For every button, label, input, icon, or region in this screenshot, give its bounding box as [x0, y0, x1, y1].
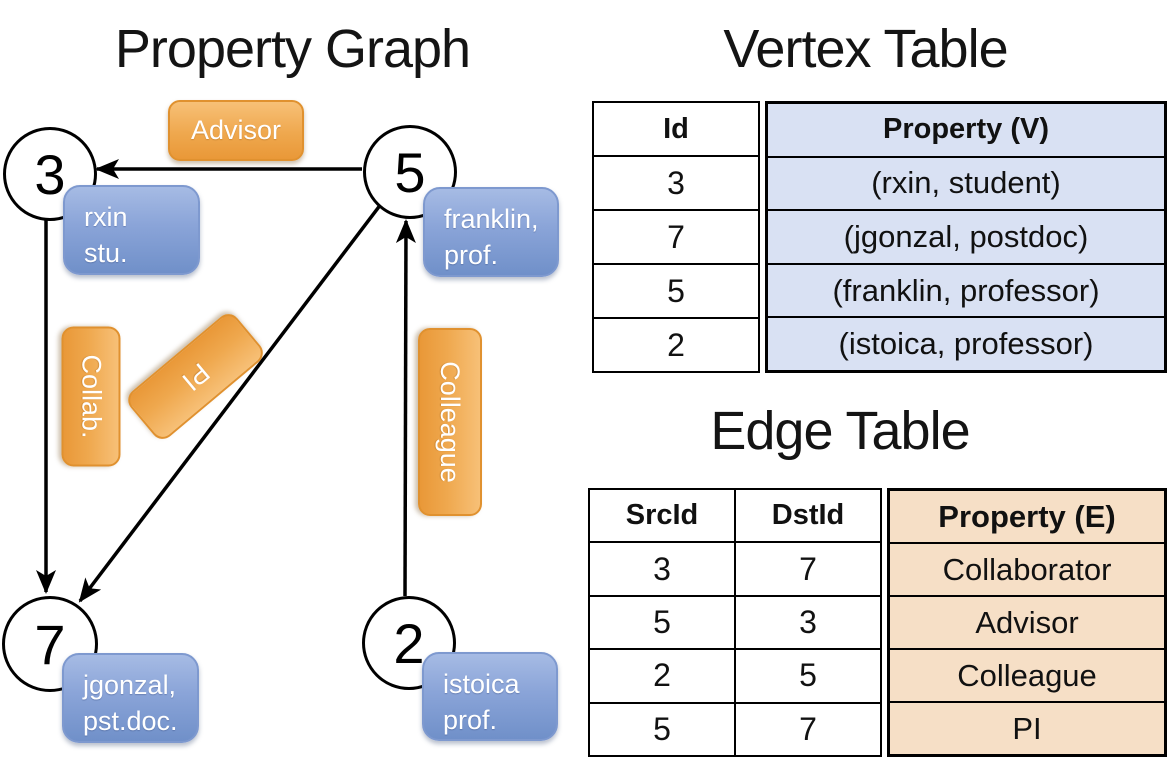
- vertex-table-property-column: Property (V) (rxin, student) (jgonzal, p…: [765, 101, 1167, 373]
- table-row: (franklin, professor): [768, 262, 1164, 317]
- edge-dstid-cell: 5: [734, 650, 880, 702]
- vertex-prop-box-franklin: franklin, prof.: [423, 187, 559, 277]
- graph-node-7-id: 7: [34, 612, 66, 676]
- edge-srcid-cell: 5: [653, 710, 671, 747]
- vertex-table-id-column: Id 3 7 5 2: [592, 101, 760, 373]
- vertex-prop-jgonzal-line1: jgonzal,: [83, 670, 177, 700]
- vertex-property-header: Property (V): [768, 104, 1164, 156]
- vertex-prop-rxin-line2: stu.: [84, 238, 128, 268]
- vertex-id-cell: 3: [667, 164, 685, 201]
- edge-dstid-header: DstId: [734, 490, 880, 542]
- graph-node-5-id: 5: [394, 140, 426, 204]
- vertex-prop-rxin-line1: rxin: [84, 202, 128, 232]
- vertex-prop-franklin-line2: prof.: [444, 240, 499, 270]
- table-row: Collaborator: [890, 542, 1164, 595]
- vertex-property-cell: (jgonzal, postdoc): [768, 211, 1164, 263]
- vertex-id-cell: 7: [667, 218, 685, 255]
- table-row: (jgonzal, postdoc): [768, 209, 1164, 263]
- table-row: 3 7: [590, 541, 880, 595]
- vertex-prop-istoica-line1: istoica: [443, 669, 520, 699]
- table-row: Colleague: [890, 648, 1164, 701]
- vertex-id-cell: 5: [667, 272, 685, 309]
- edge-label-pi-text: PI: [176, 357, 216, 397]
- edge-table-id-columns: SrcId DstId 3 7 5 3 2 5 5 7: [588, 488, 882, 757]
- vertex-table-title: Vertex Table: [723, 19, 1008, 79]
- edge-label-colleague-text: Colleague: [435, 361, 466, 483]
- edge-property-header: Property (E): [890, 491, 1164, 542]
- edge-label-colleague: Colleague: [418, 328, 482, 516]
- vertex-property-cell: (rxin, student): [768, 157, 1164, 210]
- vertex-id-cell: 2: [667, 326, 685, 363]
- edge-dstid-cell: 3: [734, 596, 880, 649]
- edge-dstid-cell: 7: [734, 703, 880, 756]
- vertex-prop-box-istoica: istoica prof.: [422, 652, 558, 741]
- property-graph-title: Property Graph: [114, 19, 471, 79]
- vertex-prop-box-rxin: rxin stu.: [63, 185, 200, 275]
- vertex-id-header: Id: [663, 112, 689, 145]
- edge-dstid-cell: 7: [734, 543, 880, 595]
- vertex-property-header-row: Property (V): [768, 104, 1164, 156]
- edge-property-cell: PI: [890, 703, 1164, 754]
- vertex-id-header-row: Id: [594, 103, 758, 155]
- edge-label-advisor-text: Advisor: [190, 115, 282, 145]
- table-row: 2 5: [590, 648, 880, 702]
- table-row: 5: [594, 263, 758, 317]
- edge-label-advisor: Advisor: [168, 100, 304, 161]
- edge-table-title: Edge Table: [710, 401, 970, 461]
- vertex-property-cell: (franklin, professor): [768, 264, 1164, 317]
- table-row: 5 3: [590, 594, 880, 649]
- edge-property-cell: Collaborator: [890, 544, 1164, 595]
- vertex-prop-jgonzal-line2: pst.doc.: [83, 706, 178, 736]
- vertex-prop-franklin-line1: franklin,: [444, 204, 539, 234]
- edge-line-colleague-2-5: [395, 219, 416, 597]
- vertex-prop-istoica-line2: prof.: [443, 705, 498, 735]
- table-row: PI: [890, 701, 1164, 754]
- graph-node-2-id: 2: [393, 611, 425, 675]
- graph-edges-svg: [36, 159, 416, 603]
- table-row: 2: [594, 317, 758, 371]
- table-row: 7: [594, 209, 758, 263]
- vertex-property-cell: (istoica, professor): [768, 318, 1164, 370]
- edge-srcid-header: SrcId: [625, 499, 699, 532]
- edge-property-cell: Colleague: [890, 650, 1164, 701]
- table-row: (rxin, student): [768, 155, 1164, 210]
- vertex-prop-box-jgonzal: jgonzal, pst.doc.: [62, 653, 199, 743]
- edge-line-pi-5-7: [78, 202, 383, 603]
- edge-label-collab-text: Collab.: [76, 354, 107, 439]
- edge-srcid-cell: 3: [653, 550, 671, 587]
- edge-label-collab: Collab.: [61, 326, 121, 467]
- table-row: 5 7: [590, 701, 880, 756]
- table-row: 3: [594, 155, 758, 209]
- graph-node-2: 2: [362, 596, 456, 690]
- table-row: Advisor: [890, 595, 1164, 648]
- graph-node-5: 5: [363, 125, 457, 219]
- edge-id-header-row: SrcId DstId: [590, 490, 880, 542]
- edge-property-header-row: Property (E): [890, 491, 1164, 542]
- edge-srcid-cell: 2: [653, 657, 671, 694]
- edge-property-cell: Advisor: [890, 597, 1164, 648]
- edge-srcid-cell: 5: [653, 604, 671, 641]
- edge-table-property-column: Property (E) Collaborator Advisor Collea…: [887, 488, 1167, 757]
- graph-node-3-id: 3: [34, 142, 66, 206]
- table-row: (istoica, professor): [768, 316, 1164, 370]
